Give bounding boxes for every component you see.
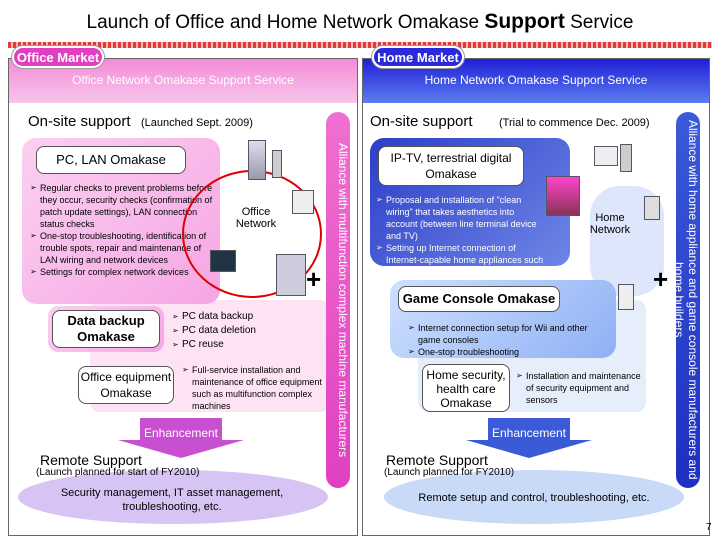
list-item: One-stop troubleshooting, identification…	[30, 230, 214, 266]
home-onsite-heading: On-site support (Trial to commence Dec. …	[370, 113, 650, 130]
phone-icon	[594, 146, 618, 166]
home-alliance-bar: Alliance with home appliance and game co…	[672, 112, 700, 488]
sensor-icon	[618, 284, 634, 310]
home-service-title: Home Network Omakase Support Service	[424, 73, 648, 87]
multifunction-printer-icon	[276, 254, 306, 296]
home-plus: +	[653, 264, 669, 294]
office-plus: +	[306, 264, 322, 294]
office-remote-ellipse	[18, 470, 328, 524]
office-equipment-list: Full-service installation and maintenanc…	[182, 364, 324, 412]
list-item: Full-service installation and maintenanc…	[182, 364, 324, 412]
office-enhancement-arrow	[118, 418, 244, 458]
list-item: Proposal and installation of "clean wiri…	[376, 194, 548, 242]
list-item: PC data backup	[172, 310, 292, 324]
pc-icon	[210, 250, 236, 272]
home-market-badge: Home Market	[372, 46, 464, 68]
tv-icon	[546, 176, 580, 216]
telephone-icon	[292, 190, 314, 214]
game-console-box: Game Console Omakase Internet connection…	[390, 280, 616, 358]
list-item: PC data deletion	[172, 324, 292, 338]
home-remote-note: (Launch planned for FY2010)	[384, 467, 515, 478]
router-icon	[620, 144, 632, 172]
office-onsite-heading: On-site support (Launched Sept. 2009)	[28, 113, 253, 130]
list-item: PC reuse	[172, 338, 292, 352]
office-remote-heading: Remote Support	[40, 452, 142, 468]
home-remote-desc: Remote setup and control, troubleshootin…	[418, 492, 650, 504]
list-item: Installation and maintenance of security…	[516, 370, 646, 406]
page-title: Launch of Office and Home Network Omakas…	[86, 10, 634, 33]
home-remote-ellipse	[384, 470, 684, 524]
home-security-list: Installation and maintenance of security…	[516, 370, 646, 406]
list-item: Settings for complex network devices	[30, 266, 214, 278]
office-remote-note: (Launch planned for start of FY2010)	[36, 467, 200, 478]
title-divider	[8, 42, 712, 48]
list-item: Internet connection setup for Wii and ot…	[408, 322, 598, 346]
camera-icon	[644, 196, 660, 220]
server-icon	[248, 140, 266, 180]
office-remote-desc: Security management, IT asset management…	[60, 487, 284, 513]
data-backup-list: PC data backup PC data deletion PC reuse	[172, 310, 292, 352]
home-remote-heading: Remote Support	[386, 452, 488, 468]
home-enhancement-label: Enhancement	[491, 426, 567, 440]
home-enhancement-arrow	[466, 418, 592, 458]
home-panel	[362, 58, 710, 536]
pc-lan-list: Regular checks to prevent problems befor…	[30, 182, 214, 278]
office-alliance-bar: Alliance with multifunction complex mach…	[326, 112, 350, 488]
pc-lan-title: PC, LAN Omakase	[36, 146, 186, 174]
list-item: One-stop troubleshooting	[408, 346, 598, 358]
office-service-band: Office Network Omakase Support Service	[9, 59, 357, 103]
list-item: Setting up Internet connection of Intern…	[376, 242, 548, 278]
iptv-list: Proposal and installation of "clean wiri…	[376, 194, 548, 278]
game-console-title: Game Console Omakase	[398, 286, 560, 312]
game-console-list: Internet connection setup for Wii and ot…	[408, 322, 598, 358]
pc-lan-box: PC, LAN Omakase Regular checks to preven…	[22, 138, 220, 304]
office-market-badge: Office Market	[12, 46, 104, 68]
office-service-title: Office Network Omakase Support Service	[72, 73, 294, 87]
phone-handset-icon	[272, 150, 282, 178]
list-item: Regular checks to prevent problems befor…	[30, 182, 214, 230]
office-panel	[8, 58, 358, 536]
office-enhancement-label: Enhancement	[143, 426, 219, 440]
page-number: 7	[706, 522, 712, 533]
